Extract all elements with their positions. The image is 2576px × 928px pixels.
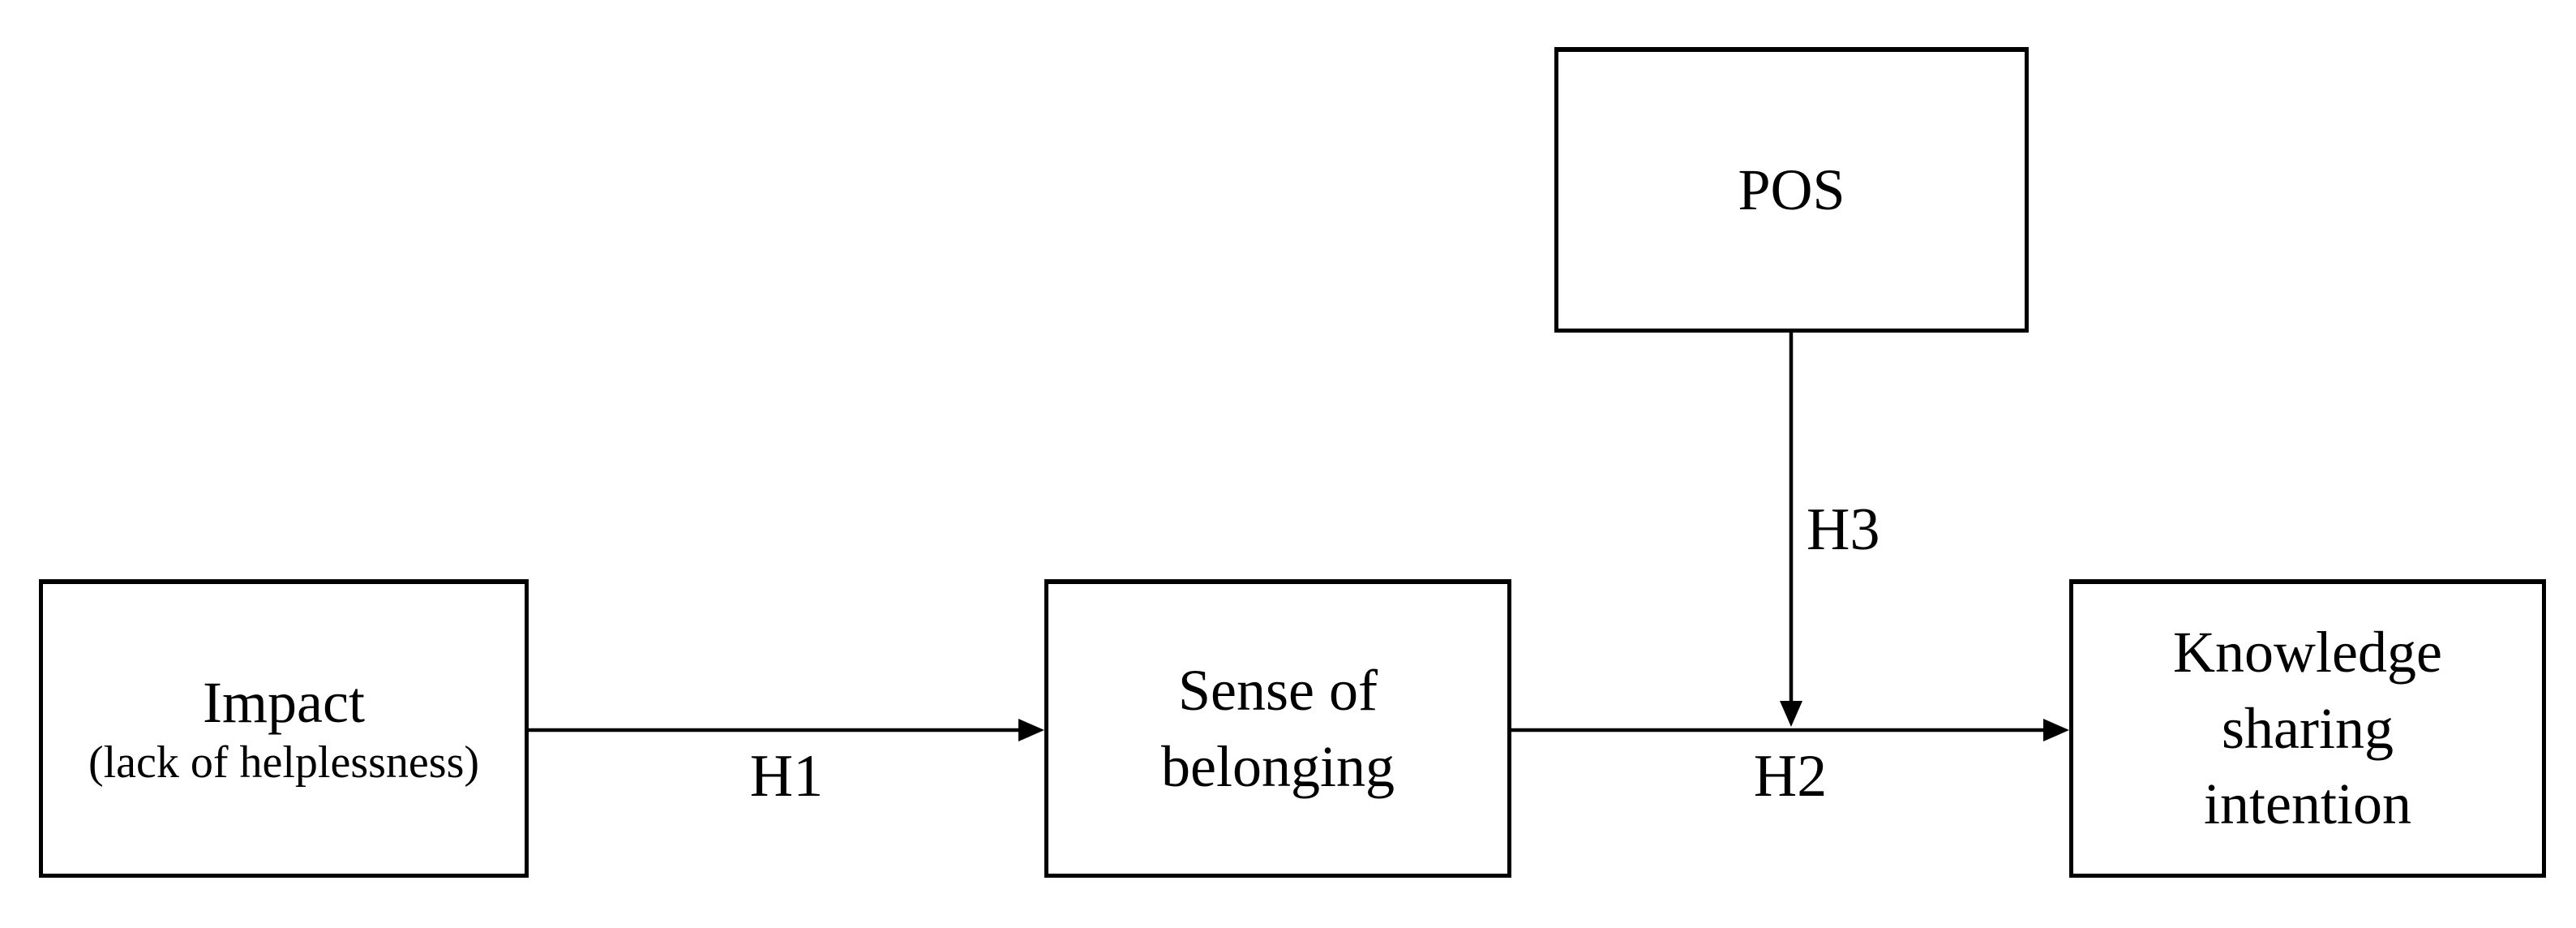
node-impact: Impact (lack of helplessness) (39, 579, 529, 878)
edge-label-h1: H1 (749, 743, 824, 810)
node-sense-of-belonging-label: Sense of belonging (1161, 657, 1395, 799)
h2-arrowhead (2043, 719, 2069, 741)
node-sense-of-belonging: Sense of belonging (1044, 579, 1511, 878)
edge-label-h2: H2 (1753, 743, 1828, 810)
h1-arrowhead (1018, 719, 1044, 741)
h3-arrowhead (1780, 701, 1802, 727)
node-impact-label: Impact (203, 669, 365, 735)
node-impact-sublabel: (lack of helplessness) (88, 737, 480, 788)
node-knowledge-sharing-intention-label: Knowledge sharing intention (2173, 620, 2442, 837)
node-pos-label: POS (1738, 157, 1845, 222)
node-knowledge-sharing-intention: Knowledge sharing intention (2069, 579, 2546, 878)
edge-label-h3: H3 (1807, 496, 1880, 563)
node-pos: POS (1554, 47, 2029, 333)
